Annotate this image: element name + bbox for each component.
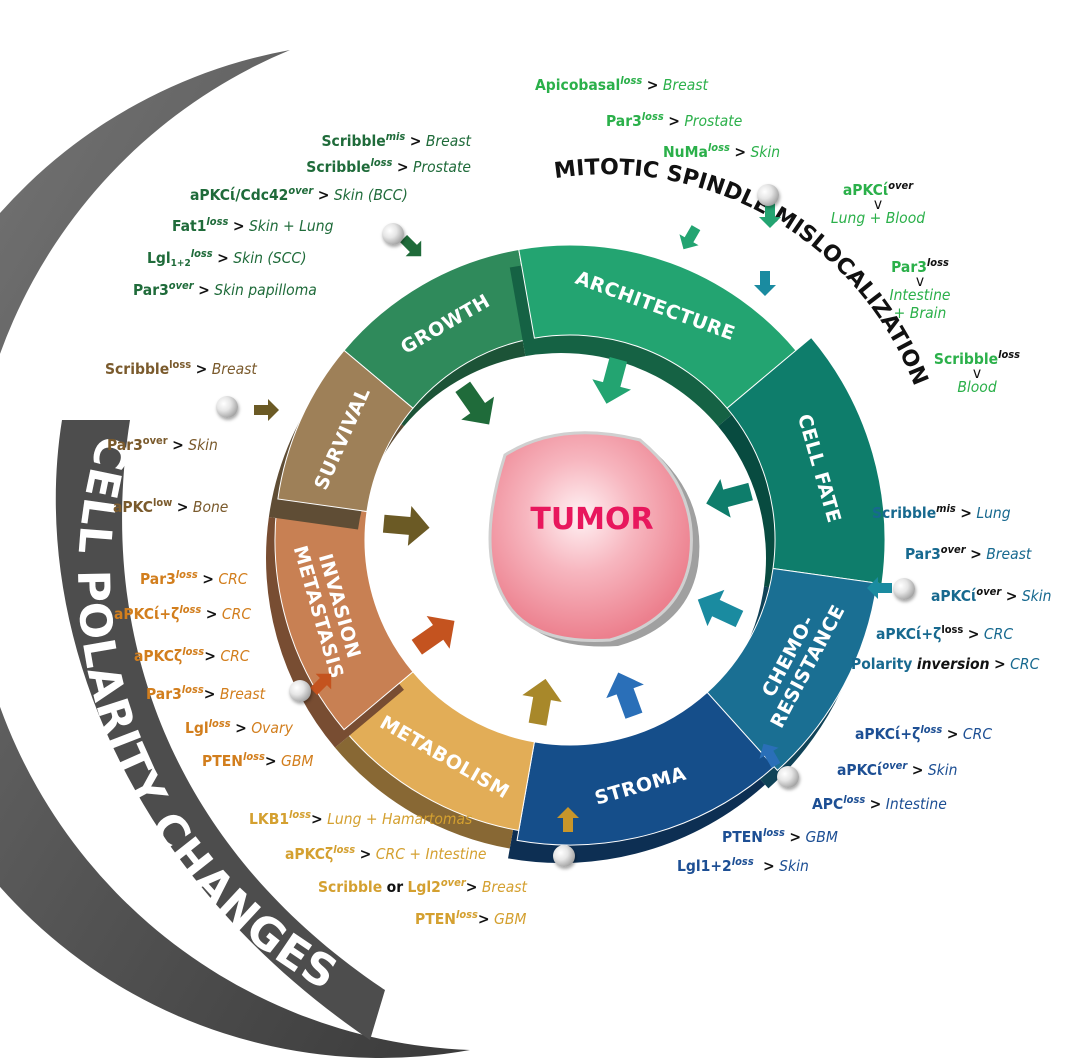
tumor-label: TUMOR [530, 502, 653, 537]
invasion-annotation: aPKCί+ζloss > CRC [114, 603, 252, 623]
arrow-icon [606, 672, 644, 719]
inner-arrows [382, 357, 753, 726]
stroma-segment [516, 691, 775, 846]
tumor-cell [488, 431, 693, 642]
arrow-icon [309, 673, 332, 696]
survival-annotation: aPKClow > Bone [113, 496, 229, 516]
invasion-annotation: aPKCζloss> CRC [134, 645, 250, 665]
pin-icon [382, 223, 404, 245]
arrow-icon [455, 381, 495, 425]
spindle-annotation: Par3loss v Intestine + Brain [889, 256, 951, 322]
invasion-annotation: Lglloss > Ovary [185, 717, 293, 737]
arrow-icon [557, 807, 579, 832]
annotation-line: Scribbleloss > Prostate [306, 156, 471, 176]
growth-annotations-2: aPKCί/Cdc42over > Skin (BCC) [190, 182, 408, 204]
arrow-icon [706, 479, 753, 518]
growth-annotations-4: Lgl1+2loss > Skin (SCC) [147, 245, 307, 273]
architecture-annotation: NuMaloss > Skin [663, 141, 781, 161]
architecture-annotation: Apicobasalloss > Breast [535, 74, 708, 94]
spindle-annotation: Scribbleloss v Blood [933, 348, 1021, 396]
stroma-annotation: APCloss > Intestine [812, 793, 947, 813]
growth-segment [343, 248, 535, 409]
metabolism-annotation: PTENloss> GBM [415, 908, 527, 928]
chemo-annotation: Scribblemis > Lung [872, 502, 1011, 522]
stroma-annotation: PTENloss > GBM [722, 826, 838, 846]
outer-band-shape [55, 420, 385, 1040]
arrow-icon [382, 506, 430, 546]
invasion-annotation: PTENloss> GBM [202, 750, 314, 770]
chemo-annotation: Par3over > Breast [905, 543, 1032, 563]
survival-segment [277, 349, 414, 513]
pin-icon [757, 184, 779, 206]
spindle-annotation: aPKCίover v Lung + Blood [830, 179, 926, 227]
stroma-annotation: aPKCίover > Skin [837, 759, 958, 779]
annotation-line: aPKCί/Cdc42over > Skin (BCC) [190, 184, 408, 204]
chemo-annotation: Polarity inversion > CRC [851, 655, 1040, 673]
cell-fate-segment [726, 336, 886, 585]
arrow-icon [754, 271, 776, 296]
stroma-annotation: aPKCί+ζloss > CRC [855, 723, 993, 743]
arrow-icon [697, 589, 744, 628]
metabolism-annotation: Scribble or Lgl2over> Breast [318, 876, 528, 896]
metabolism-annotation: LKB1loss> Lung + Hamartomas [249, 808, 473, 828]
annotation-line: Lgl1+2loss > Skin (SCC) [147, 247, 307, 269]
arrow-icon [254, 399, 279, 421]
invasion-annotation: Par3loss> Breast [146, 683, 266, 703]
chemoresistance-segment [706, 567, 878, 772]
architecture-annotation: Par3loss > Prostate [606, 110, 743, 130]
survival-annotation: Par3over > Skin [107, 434, 218, 454]
pin-icon [777, 766, 799, 788]
arrow-icon [592, 357, 631, 404]
arrow-icon [399, 234, 422, 257]
pin-icon [553, 845, 575, 867]
pin-icon [289, 680, 311, 702]
annotation-line: Scribblemis > Breast [321, 130, 471, 150]
arrow-icon [522, 678, 562, 726]
annotation-line: Par3over > Skin papilloma [133, 279, 317, 299]
chemo-annotation: aPKCίover > Skin [931, 585, 1052, 605]
arrow-icon [411, 615, 455, 655]
arrow-icon [679, 225, 701, 250]
survival-annotation: Scribbleloss > Breast [105, 358, 257, 378]
growth-annotations-5: Par3over > Skin papilloma [133, 277, 317, 299]
annotation-line: Fat1loss > Skin + Lung [172, 215, 334, 235]
architecture-segment [518, 244, 797, 409]
chemo-annotation: aPKCί+ζloss > CRC [876, 623, 1014, 643]
growth-annotations-3: Fat1loss > Skin + Lung [172, 213, 333, 235]
invasion-annotation: Par3loss > CRC [140, 568, 248, 588]
stroma-annotation: Lgl1+2loss > Skin [677, 855, 809, 875]
arrow-icon [759, 203, 781, 228]
outer-arrows [254, 203, 892, 832]
metabolism-annotation: aPKCζloss > CRC + Intestine [285, 843, 487, 863]
pin-icon [893, 578, 915, 600]
pin-icon [216, 396, 238, 418]
arrow-icon [867, 577, 892, 599]
arrow-icon [759, 743, 781, 768]
growth-annotations: Scribblemis > Breast Scribbleloss > Pros… [306, 128, 471, 176]
